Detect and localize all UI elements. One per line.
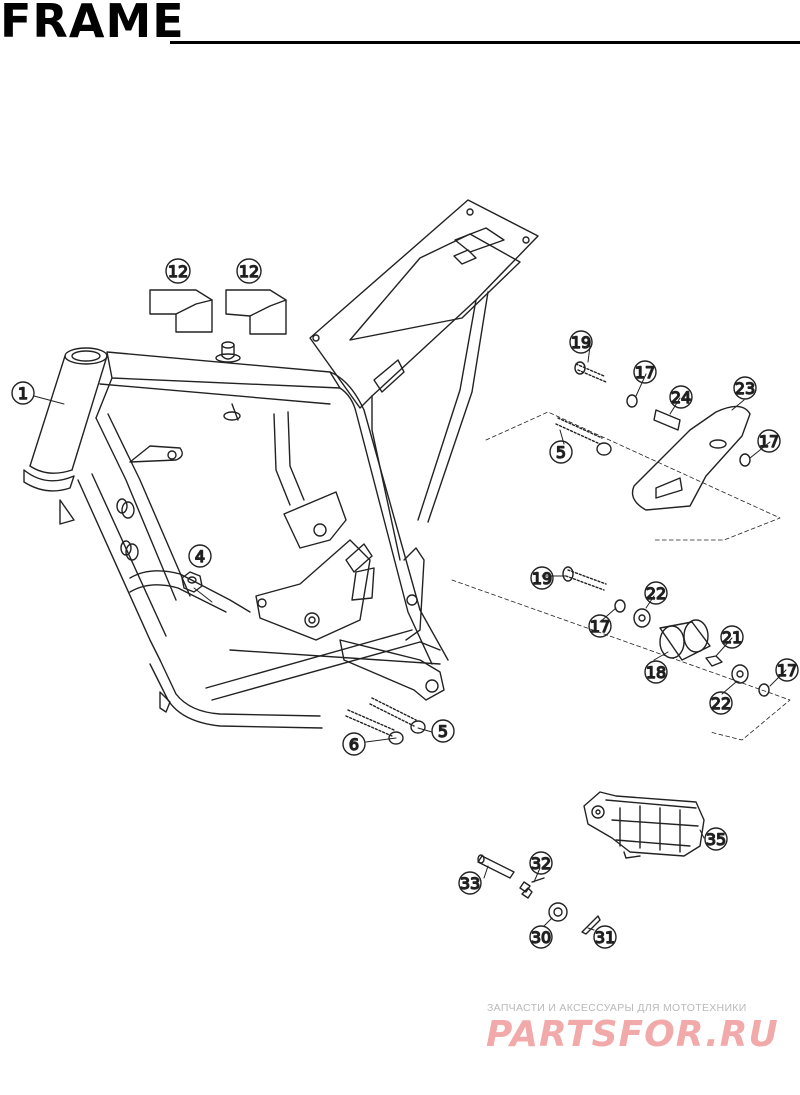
swingarm-bearing-group-drawing (451, 566, 791, 741)
callout-6: 6 (342, 732, 366, 756)
callout-17b: 17 (757, 429, 781, 453)
svg-text:19: 19 (532, 569, 552, 588)
svg-text:6: 6 (349, 735, 359, 754)
svg-text:33: 33 (460, 874, 480, 893)
title-rule (170, 41, 800, 44)
svg-text:17: 17 (635, 363, 655, 382)
callout-4: 4 (188, 544, 212, 568)
callout-24: 24 (669, 385, 693, 409)
svg-text:24: 24 (671, 388, 691, 407)
callout-21: 21 (720, 625, 744, 649)
svg-text:23: 23 (735, 379, 755, 398)
svg-text:19: 19 (571, 333, 591, 352)
page-title: FRAME (0, 0, 185, 48)
svg-text:30: 30 (531, 928, 551, 947)
svg-text:22: 22 (711, 694, 731, 713)
lower-bolts-drawing (345, 697, 426, 745)
watermark-tagline: ЗАПЧАСТИ И АКСЕССУАРЫ ДЛЯ МОТОТЕХНИКИ (487, 1002, 747, 1014)
callout-31: 31 (593, 925, 617, 949)
callout-30: 30 (529, 925, 553, 949)
watermark-logo: PARTSFOR.RU (486, 1014, 779, 1054)
callout-19a: 19 (569, 330, 593, 354)
chain-guide-group-drawing (485, 361, 781, 541)
callout-5a: 5 (549, 440, 573, 464)
callout-label: 1 (18, 384, 28, 403)
svg-text:12: 12 (239, 262, 259, 281)
callout-22b: 22 (709, 691, 733, 715)
callout-12a: 12 (165, 258, 191, 284)
svg-text:12: 12 (168, 262, 188, 281)
callout-17c: 17 (588, 614, 612, 638)
callouts: 1 4 5 5 6 12 12 17 17 17 17 18 19 19 21 … (11, 258, 799, 949)
svg-text:17: 17 (590, 617, 610, 636)
callout-23: 23 (733, 376, 757, 400)
small-parts-drawing (477, 854, 601, 935)
callout-17d: 17 (775, 658, 799, 682)
frame-guard-drawing-b (225, 289, 287, 335)
svg-text:21: 21 (722, 628, 742, 647)
callout-33: 33 (458, 871, 482, 895)
callout-12b: 12 (236, 258, 262, 284)
callout-5b: 5 (431, 719, 455, 743)
callout-19b: 19 (530, 566, 554, 590)
svg-text:5: 5 (438, 722, 448, 741)
callout-35: 35 (704, 827, 728, 851)
frame-guard-drawing-a (149, 289, 213, 333)
svg-text:PARTSFOR.RU: PARTSFOR.RU (486, 1014, 779, 1054)
svg-text:5: 5 (556, 443, 566, 462)
footrest-drawing (583, 791, 705, 859)
svg-text:31: 31 (595, 928, 615, 947)
svg-text:35: 35 (706, 830, 726, 849)
callout-17a: 17 (633, 360, 657, 384)
svg-text:4: 4 (195, 547, 205, 566)
svg-text:17: 17 (759, 432, 779, 451)
svg-text:17: 17 (777, 661, 797, 680)
callout-22a: 22 (644, 581, 668, 605)
svg-text:32: 32 (531, 854, 551, 873)
svg-text:22: 22 (646, 584, 666, 603)
svg-text:18: 18 (646, 663, 666, 682)
nut-drawing (181, 571, 203, 593)
frame-drawing (23, 199, 539, 729)
callout-32: 32 (529, 851, 553, 875)
callout-18: 18 (644, 660, 668, 684)
callout-1: 1 (11, 381, 35, 405)
